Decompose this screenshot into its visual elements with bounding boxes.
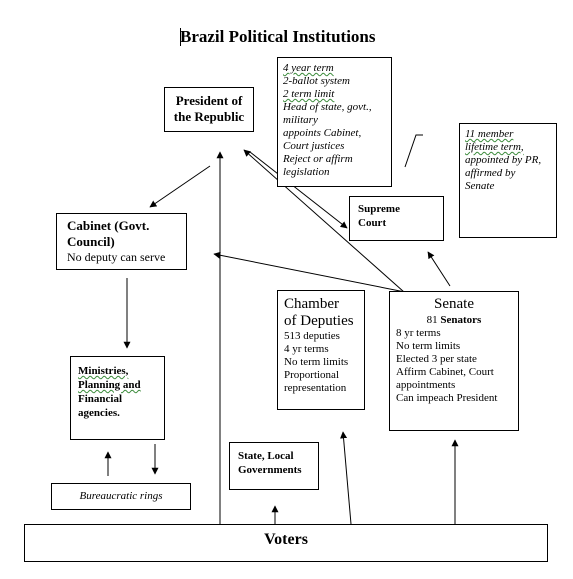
president-note-justices: Court justices <box>283 140 345 152</box>
arrow-voters-to-chamber <box>340 431 352 525</box>
arrow-senate-to-cabinet <box>213 251 406 293</box>
senate-impeach: Can impeach President <box>396 392 498 404</box>
president-notes-box: 4 year term 2-ballot system 2 term limit… <box>277 57 392 187</box>
page-title: Brazil Political Institutions <box>180 27 376 46</box>
ministries-box[interactable]: Ministries, Planning and Financial agenc… <box>70 356 165 440</box>
chamber-deputies: 513 deputies <box>284 330 340 342</box>
chamber-limits: No term limits <box>284 356 349 368</box>
president-note-limit: 2 term limit <box>283 88 335 100</box>
cabinet-title-2: Council) <box>67 234 115 249</box>
senate-count-row: 81 Senators <box>396 313 512 327</box>
arrow-president-to-cabinet <box>149 165 211 208</box>
ministries-line-2: Planning and <box>78 379 141 391</box>
president-note-appoints: appoints Cabinet, <box>283 127 362 139</box>
chamber-proportional: Proportional <box>284 369 339 381</box>
state-local-line-2: Governments <box>238 464 302 476</box>
arrow-president-to-court <box>249 151 348 229</box>
court-note-member: 11 member <box>465 128 514 140</box>
court-note-callout <box>404 134 423 168</box>
court-note-appointed: appointed by PR, <box>465 154 542 166</box>
ministries-line-3: Financial <box>78 393 123 405</box>
supreme-court-line-2: Court <box>358 217 387 229</box>
ministries-line-4: agencies. <box>78 407 120 419</box>
voters-label: Voters <box>264 531 308 548</box>
senate-count: 81 <box>426 314 438 326</box>
senate-box[interactable]: Senate 81 Senators 8 yr terms No term li… <box>389 291 519 431</box>
arrow-senate-to-president <box>243 149 405 293</box>
ministries-line-1: Ministries, <box>78 365 129 377</box>
senate-elected: Elected 3 per state <box>396 353 477 365</box>
court-note-lifetime: lifetime term, <box>465 141 524 153</box>
chamber-box[interactable]: Chamber of Deputies 513 deputies 4 yr te… <box>277 290 365 410</box>
senate-appointments: appointments <box>396 379 456 391</box>
president-note-reject: Reject or affirm <box>283 153 353 165</box>
bureaucratic-rings-box[interactable]: Bureaucratic rings <box>51 483 191 510</box>
president-line-1: President of <box>175 93 243 108</box>
senate-terms: 8 yr terms <box>396 327 441 339</box>
senate-title: Senate <box>434 296 474 312</box>
senate-affirm: Affirm Cabinet, Court <box>396 366 494 378</box>
president-note-ballot: 2-ballot system <box>283 75 350 87</box>
court-note-affirmed: affirmed by <box>465 167 516 179</box>
president-note-head: Head of state, govt., <box>283 101 372 113</box>
cabinet-note: No deputy can serve <box>67 250 166 264</box>
cabinet-box[interactable]: Cabinet (Govt. Council) No deputy can se… <box>56 213 187 270</box>
senate-count-label: Senators <box>440 314 482 326</box>
court-note-box: 11 member lifetime term, appointed by PR… <box>459 123 557 238</box>
court-note-senate: Senate <box>465 180 495 192</box>
chamber-representation: representation <box>284 382 347 394</box>
chamber-title-2: of Deputies <box>284 313 354 329</box>
president-note-military: military <box>283 114 318 126</box>
bureaucratic-rings-label: Bureaucratic rings <box>79 490 163 502</box>
president-note-term: 4 year term <box>283 62 334 74</box>
cabinet-title-1: Cabinet (Govt. <box>67 218 150 233</box>
president-note-legislation: legislation <box>283 166 330 178</box>
voters-box[interactable]: Voters <box>24 524 548 562</box>
text-cursor <box>180 28 181 46</box>
senate-limits: No term limits <box>396 340 461 352</box>
supreme-court-line-1: Supreme <box>358 203 400 215</box>
president-line-2: the Republic <box>173 109 245 124</box>
state-local-line-1: State, Local <box>238 450 294 462</box>
chamber-terms: 4 yr terms <box>284 343 329 355</box>
state-local-box[interactable]: State, Local Governments <box>229 442 319 490</box>
supreme-court-box[interactable]: Supreme Court <box>349 196 444 241</box>
chamber-title-1: Chamber <box>284 296 339 312</box>
arrow-senate-to-court <box>427 251 451 287</box>
president-box[interactable]: President of the Republic <box>164 87 254 132</box>
